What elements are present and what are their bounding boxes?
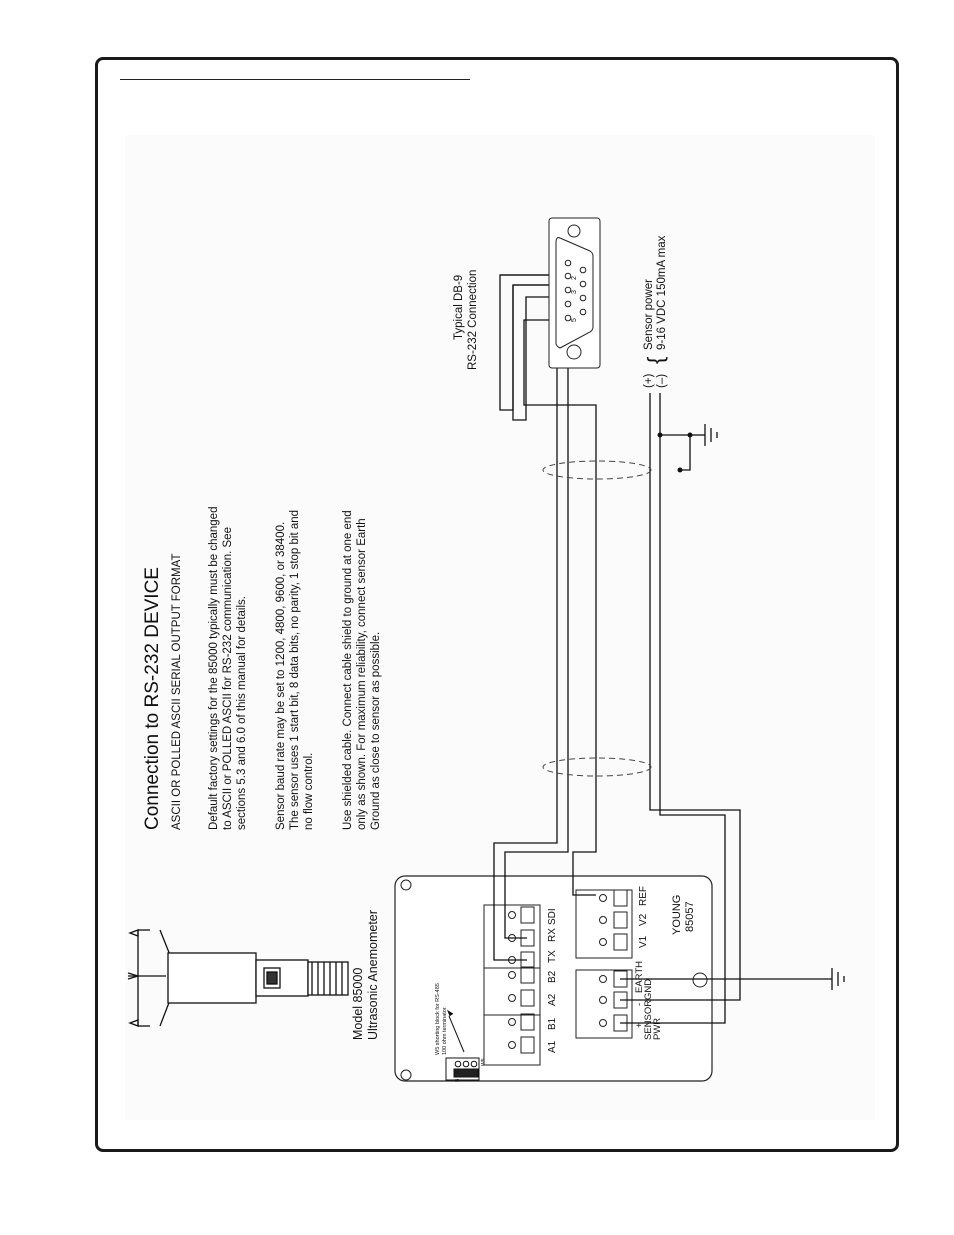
header-rule [120,79,470,80]
pwr-label: PWR [652,1018,663,1040]
earth-ground-icon [831,968,845,990]
sensor-label: SENSOR [643,1000,654,1040]
paragraph-3-line-1: Use shielded cable. Connect cable shield… [342,510,354,830]
paragraph-3-line-3: Ground as close to sensor as possible. [370,632,382,830]
brand-model: 85057 [684,901,696,932]
terminal-label-b2: B2 [547,970,558,983]
paragraph-3-line-2: only as shown. For maximum reliability, … [356,518,368,830]
power-plus-mark: + [634,1022,645,1028]
power-plus-label: (+) [643,373,655,388]
gnd-label: GND [643,979,654,1000]
terminal-label-sdi: SDI [547,908,558,925]
ground-icon [704,424,718,446]
terminal-label-a2: A2 [547,993,558,1006]
jumper-note-line-2: 100 ohm terminator. [442,1006,448,1055]
sensor-label-line-1: Model 85000 [351,968,365,1040]
jumper-pin-a: A [455,1070,461,1074]
paragraph-2-line-2: The sensor uses 1 start bit, 8 data bits… [289,510,301,830]
page-title: Connection to RS-232 DEVICE [142,567,163,830]
power-label-line-2: 9-16 VDC 150mA max [656,235,668,350]
power-terminal-block [575,969,633,1039]
terminal-label-tx: TX [547,950,558,963]
db9-label-line-2: RS-232 Connection [467,270,479,370]
db9-pin-3-label: 3 [571,290,578,294]
output-label-ref: REF [638,886,649,906]
jumper-pin-b: B [455,1078,461,1082]
terminal-label-rx: RX [547,928,558,942]
db9-pin-2-label: 2 [571,276,578,280]
output-label-v2: V2 [638,913,649,926]
junction-dots [657,432,693,473]
jumper-note-line-1: W5 shorting block for RS-485 [435,983,441,1055]
paragraph-1-line-2: to ASCII or POLLED ASCII for RS-232 comm… [222,527,234,830]
power-brace: { [643,357,668,364]
output-terminal-block [575,889,633,959]
db9-label-line-1: Typical DB-9 [453,275,465,340]
db9-pin-5-label: 5 [571,318,578,322]
page-frame [95,57,899,1152]
anemometer-icon [127,929,349,1027]
paragraph-2-line-1: Sensor baud rate may be set to 1200, 480… [275,522,287,830]
page-subtitle: ASCII OR POLLED ASCII SERIAL OUTPUT FORM… [171,554,183,830]
sensor-label-line-2: Ultrasonic Anemometer [366,910,380,1040]
earth-label: EARTH [634,961,645,993]
terminal-label-a1: A1 [547,1040,558,1053]
output-label-v1: V1 [638,935,649,948]
cable-shield-marks [542,460,652,777]
paragraph-1-line-3: sections 5.3 and 6.0 of this manual for … [236,596,248,830]
brand-name: YOUNG [671,895,683,935]
terminal-label-b1: B1 [547,1017,558,1030]
power-wires [620,393,832,1024]
w5-jumper-block [445,1009,480,1081]
db9-connector-icon [548,217,601,369]
power-minus-label: (–) [656,374,668,388]
paragraph-2-line-3: no flow control. [303,753,315,830]
rs232-cable-wires [493,274,597,961]
signal-terminal-block [483,904,541,1066]
power-label-line-1: Sensor power [643,279,655,350]
power-minus-mark: - [634,1003,645,1006]
paragraph-1-line-1: Default factory settings for the 85000 t… [208,507,220,830]
